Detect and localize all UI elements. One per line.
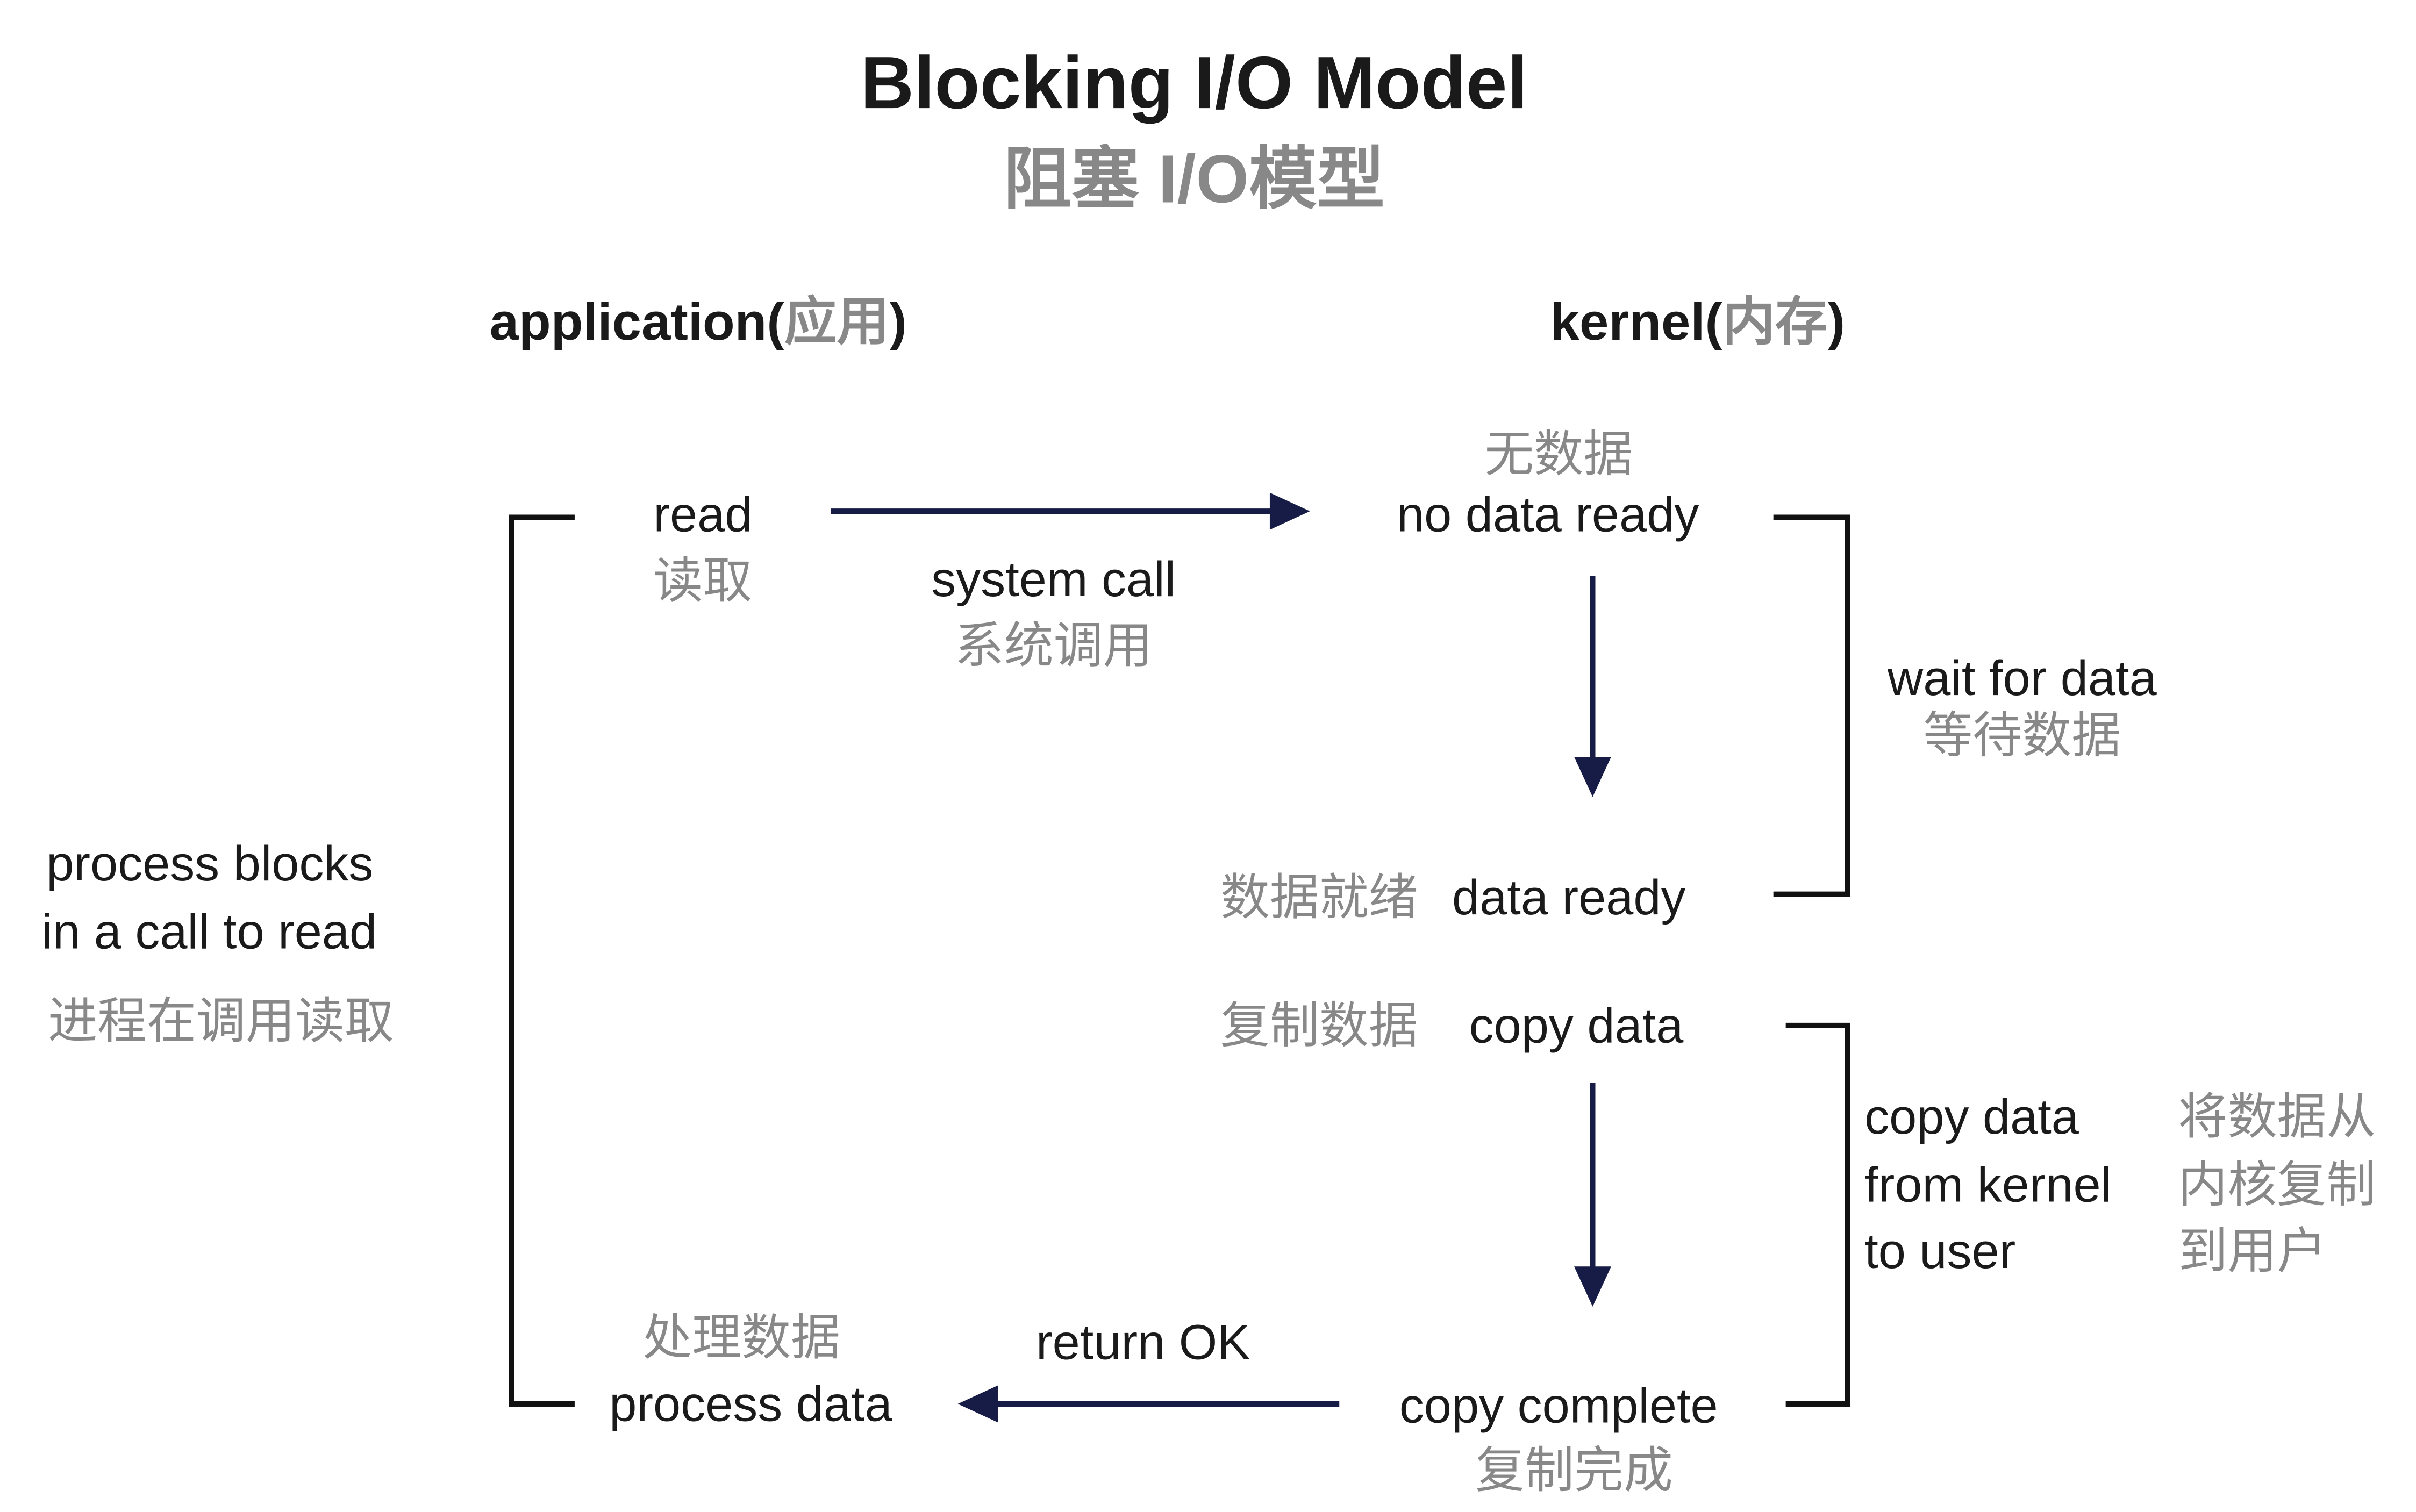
wait-arrow-head (1574, 756, 1611, 797)
application-label: application (489, 293, 767, 353)
copy-from-kernel-zh-line-2: 内核复制 (2178, 1157, 2376, 1213)
no-data-ready-label: no data ready (1396, 486, 1699, 542)
system-call-label-zh: 系统调用 (954, 618, 1153, 673)
copy-data-label: copy data (1469, 998, 1684, 1054)
wait-for-data-label-zh: 等待数据 (1923, 707, 2121, 763)
copy-from-kernel-line-3: to user (1864, 1223, 2016, 1279)
return-ok-arrow-head (957, 1385, 998, 1423)
process-blocks-line-1: process blocks (46, 835, 374, 891)
application-label-zh: 应用 (784, 293, 890, 353)
read-label: read (653, 486, 753, 542)
copy-arrow-head (1574, 1266, 1611, 1307)
copy-bracket (1785, 1022, 1850, 1407)
process-data-label-zh: 处理数据 (642, 1309, 841, 1366)
read-label-zh: 读取 (653, 553, 753, 609)
system-call-label: system call (931, 551, 1176, 607)
application-heading: application(应用) (489, 293, 907, 353)
kernel-heading: kernel(内存) (1550, 293, 1846, 353)
copy-from-kernel-zh-line-3: 到用户 (2178, 1223, 2327, 1279)
process-data-label: process data (609, 1376, 892, 1432)
no-data-ready-label-zh: 无数据 (1484, 426, 1633, 482)
copy-from-kernel-line-1: copy data (1864, 1088, 2079, 1145)
copy-complete-label-zh: 复制完成 (1475, 1442, 1673, 1499)
left-bracket (509, 514, 575, 1407)
wait-bracket (1773, 514, 1850, 897)
wait-for-data-label: wait for data (1887, 650, 2157, 706)
kernel-label: kernel (1550, 293, 1705, 353)
system-call-arrow-head (1269, 492, 1310, 530)
kernel-label-zh: 内存 (1722, 293, 1828, 353)
title-english: Blocking I/O Model (860, 43, 1528, 125)
copy-from-kernel-zh-line-1: 将数据从 (2178, 1088, 2376, 1145)
data-ready-label-zh: 数据就绪 (1220, 869, 1418, 926)
copy-from-kernel-line-2: from kernel (1864, 1157, 2112, 1213)
copy-complete-label: copy complete (1399, 1378, 1718, 1434)
title-chinese: 阻塞 I/O模型 (1003, 142, 1385, 218)
copy-data-label-zh: 复制数据 (1220, 998, 1418, 1054)
process-blocks-line-2: in a call to read (41, 903, 377, 959)
process-blocks-label-zh: 进程在调用读取 (48, 993, 394, 1049)
return-ok-label: return OK (1036, 1314, 1250, 1370)
data-ready-label: data ready (1452, 869, 1686, 926)
